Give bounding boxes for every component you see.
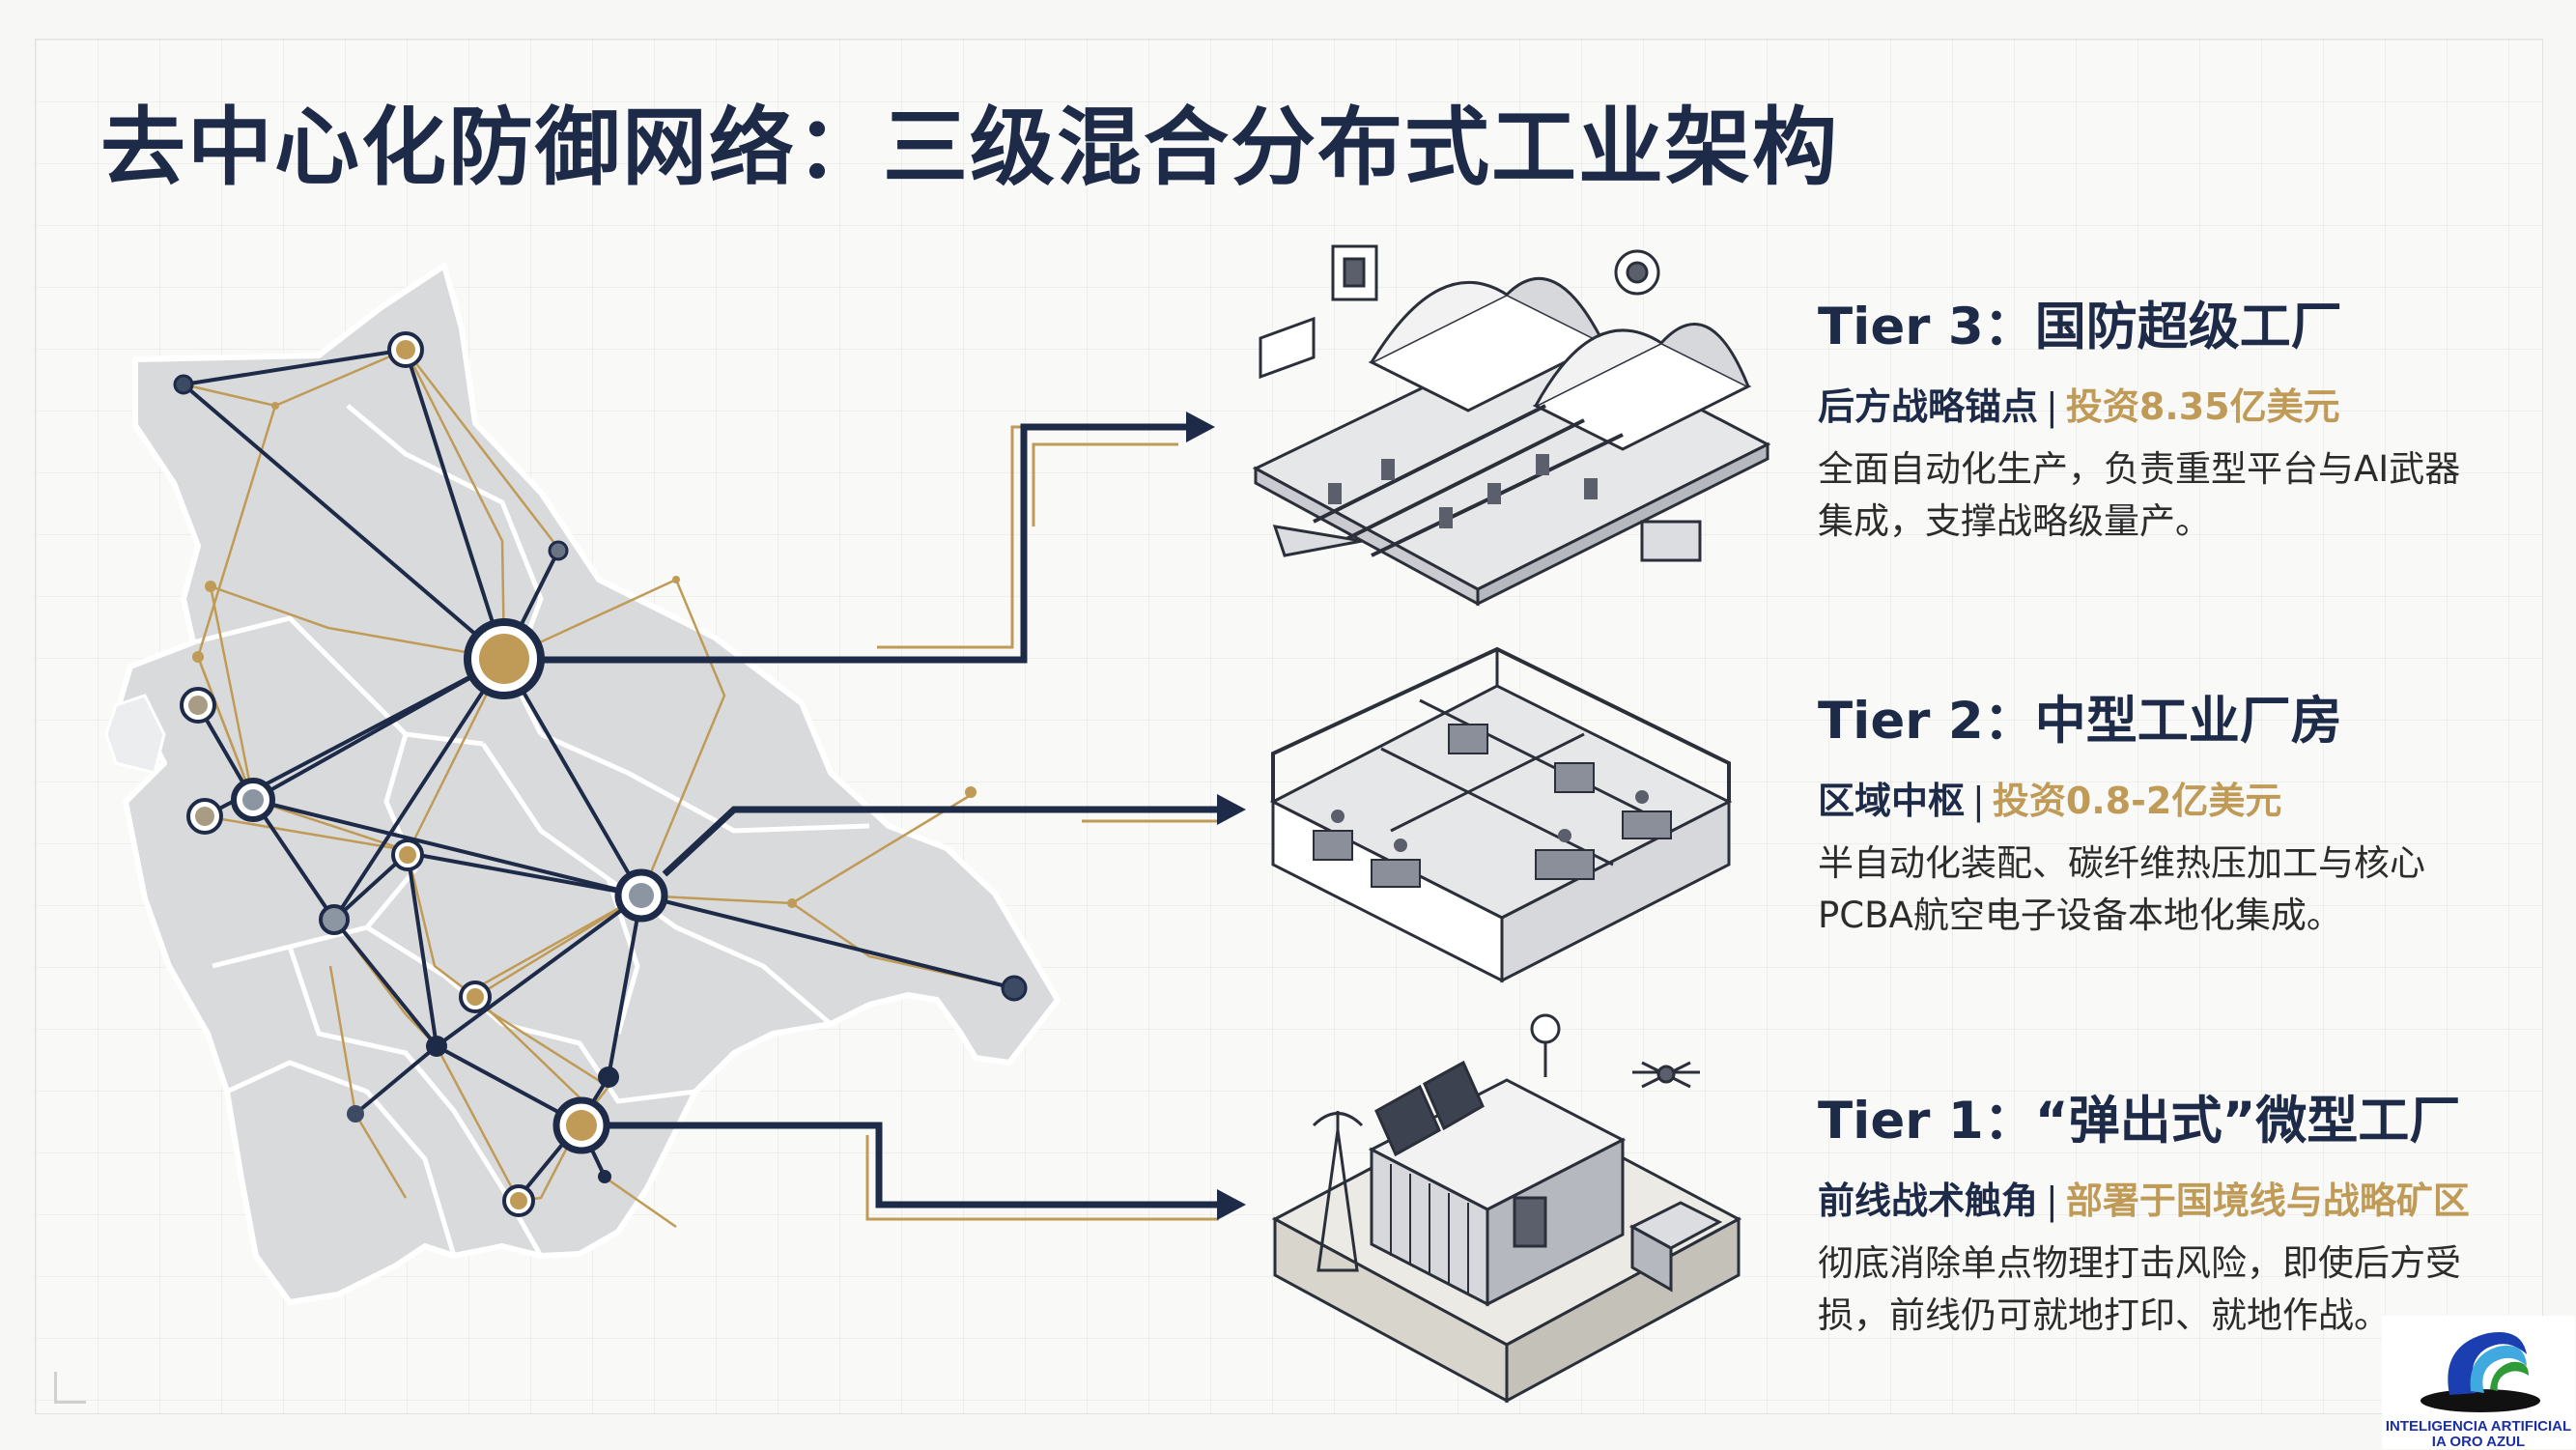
hub-node-tier-3 bbox=[464, 618, 545, 699]
tier-1-investment: 部署于国境线与战略矿区 bbox=[2065, 1180, 2470, 1222]
tier-3-block: Tier 3：国防超级工厂 后方战略锚点|投资8.35亿美元 全面自动化生产，负… bbox=[1818, 286, 2513, 548]
tier-1-connector bbox=[604, 1122, 1246, 1221]
hub-node-tier-1 bbox=[552, 1096, 610, 1154]
container-microfactory-illustration bbox=[1271, 1013, 1742, 1404]
logo-line-1: INTELIGENCIA ARTIFICIAL bbox=[2385, 1418, 2572, 1435]
tier-2-role: 区域中枢 bbox=[1818, 780, 1966, 822]
tier-1-block: Tier 1：“弹出式”微型工厂 前线战术触角|部署于国境线与战略矿区 彻底消除… bbox=[1818, 1080, 2513, 1342]
page-title: 去中心化防御网络：三级混合分布式工业架构 bbox=[100, 98, 1840, 197]
hub-node-tier-2 bbox=[614, 868, 668, 923]
corner-mark bbox=[54, 1372, 86, 1404]
tier-1-title: Tier 1：“弹出式”微型工厂 bbox=[1818, 1092, 2461, 1151]
tier-2-description: 半自动化装配、碳纤维热压加工与核心PCBA航空电子设备本地化集成。 bbox=[1818, 842, 2425, 936]
brand-logo: INTELIGENCIA ARTIFICIAL IA ORO AZUL bbox=[2382, 1316, 2575, 1450]
network-nodes bbox=[173, 331, 1028, 1217]
node-gold-small bbox=[180, 331, 535, 1217]
logo-line-2: IA ORO AZUL bbox=[2431, 1434, 2526, 1450]
globe-swoosh-icon bbox=[2420, 1331, 2540, 1412]
tier-2-connector bbox=[662, 794, 1246, 877]
tier-2-title: Tier 2：中型工业厂房 bbox=[1818, 692, 2342, 751]
tier-3-arrow-icon bbox=[1186, 412, 1215, 442]
tier-1-description: 彻底消除单点物理打击风险，即使后方受损，前线仍可就地打印、就地作战。 bbox=[1818, 1242, 2461, 1336]
tier-1-arrow-icon bbox=[1217, 1189, 1246, 1220]
tier-1-separator: | bbox=[2046, 1180, 2058, 1222]
tier-1-subtitle: 前线战术触角|部署于国境线与战略矿区 bbox=[1818, 1171, 2513, 1224]
tier-1-role: 前线战术触角 bbox=[1818, 1180, 2039, 1222]
node-navy-small bbox=[173, 374, 1028, 1183]
tier-2-subtitle: 区域中枢|投资0.8-2亿美元 bbox=[1818, 771, 2513, 824]
tier-3-subtitle: 后方战略锚点|投资8.35亿美元 bbox=[1818, 377, 2513, 430]
tier-2-investment: 投资0.8-2亿美元 bbox=[1992, 780, 2282, 822]
hub-node-regional bbox=[231, 778, 275, 822]
tier-3-separator: | bbox=[2046, 385, 2058, 428]
tier-2-separator: | bbox=[1972, 780, 1985, 822]
automated-factory-illustration bbox=[1252, 244, 1771, 607]
lake-outline bbox=[104, 694, 166, 775]
industrial-workshop-illustration bbox=[1269, 646, 1733, 983]
node-tiny-gold bbox=[192, 402, 977, 908]
tier-2-block: Tier 2：中型工业厂房 区域中枢|投资0.8-2亿美元 半自动化装配、碳纤维… bbox=[1818, 680, 2513, 942]
tier-3-title: Tier 3：国防超级工厂 bbox=[1818, 298, 2342, 356]
tier-3-connector bbox=[529, 412, 1215, 664]
tier-2-arrow-icon bbox=[1217, 794, 1246, 825]
tier-3-description: 全面自动化生产，负责重型平台与AI武器集成，支撑战略级量产。 bbox=[1818, 448, 2461, 542]
tier-3-role: 后方战略锚点 bbox=[1818, 385, 2039, 428]
tier-3-investment: 投资8.35亿美元 bbox=[2065, 385, 2340, 428]
